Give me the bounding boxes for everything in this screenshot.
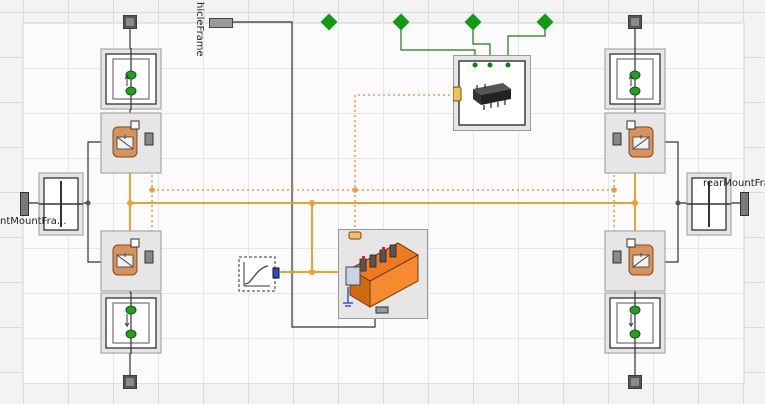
front-right-wheel-drive[interactable] <box>604 112 666 174</box>
green-diamond-input-icon[interactable] <box>536 13 554 31</box>
green-diamond-input-icon[interactable] <box>392 13 410 31</box>
front-left-spring-damper[interactable] <box>100 48 162 110</box>
green-diamond-input-icon[interactable] <box>320 13 338 31</box>
power-junctions <box>127 200 638 275</box>
rear-mount-frame-label: rearMountFra <box>703 178 765 189</box>
rear-mount-frame-connector[interactable] <box>740 192 749 216</box>
rear-right-bottom-flange-icon[interactable] <box>628 375 642 389</box>
ramp-signal-icon[interactable] <box>238 256 280 292</box>
bus-junctions <box>149 187 617 193</box>
front-right-spring-damper[interactable] <box>604 48 666 110</box>
front-mount-frame-label: ntMountFra... <box>0 216 67 227</box>
rear-left-bottom-flange-icon[interactable] <box>123 375 137 389</box>
battery-pack-icon <box>343 242 420 308</box>
mech-junctions <box>85 200 681 206</box>
rear-right-wheel-drive[interactable] <box>604 230 666 292</box>
ic-chip-icon <box>473 83 511 110</box>
front-left-wheel-drive[interactable] <box>100 112 162 174</box>
front-left-top-flange-icon[interactable] <box>123 15 137 29</box>
green-diamond-input-icon[interactable] <box>464 13 482 31</box>
rear-left-wheel-drive[interactable] <box>100 230 162 292</box>
signal-bus-wires <box>151 94 615 245</box>
vehicle-frame-label: hicleFrame <box>194 2 205 57</box>
rear-left-spring-damper[interactable] <box>100 292 162 354</box>
battery-pack-block[interactable] <box>338 229 428 321</box>
rear-right-spring-damper[interactable] <box>604 292 666 354</box>
vehicle-frame-connector[interactable] <box>209 18 233 28</box>
front-mount-frame-connector[interactable] <box>20 192 29 216</box>
controller-chip-block[interactable] <box>453 55 531 131</box>
front-right-top-flange-icon[interactable] <box>628 15 642 29</box>
